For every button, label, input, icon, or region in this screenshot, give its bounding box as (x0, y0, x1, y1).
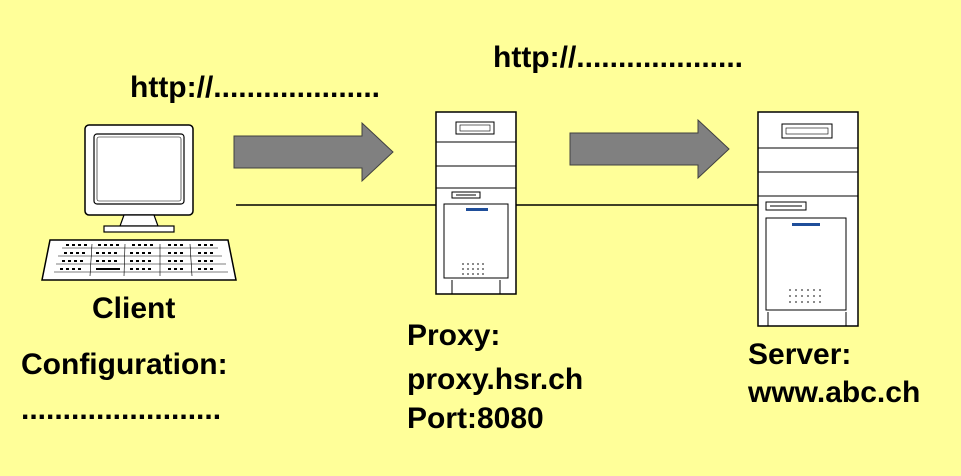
proxy-host: proxy.hsr.ch (407, 363, 584, 396)
configuration-label: Configuration: (21, 348, 228, 381)
arrow-client-to-proxy-icon (233, 121, 394, 183)
proxy-server-icon (435, 111, 517, 295)
proxy-port: Port:8080 (407, 402, 544, 435)
configuration-value: ........................ (21, 393, 222, 426)
server-label: Server: (748, 338, 852, 371)
arrow-proxy-to-server-icon (569, 118, 730, 180)
proxy-to-server-url: http://.................... (493, 41, 743, 74)
server-host: www.abc.ch (748, 376, 921, 409)
client-computer-icon (41, 124, 237, 281)
client-label: Client (92, 292, 176, 325)
proxy-label: Proxy: (407, 319, 501, 352)
server-tower-icon (757, 111, 859, 327)
client-to-proxy-url: http://.................... (130, 71, 380, 104)
